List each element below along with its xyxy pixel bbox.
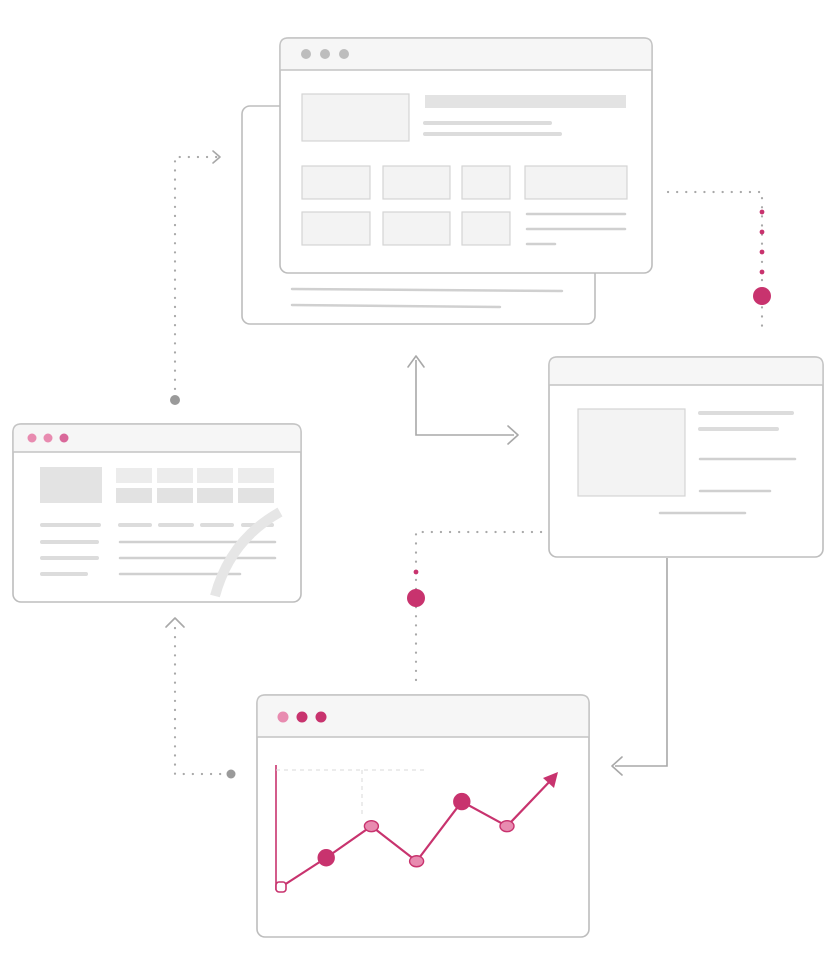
- table-window: [12, 423, 302, 603]
- accent-dot-small-3: [759, 249, 765, 255]
- dotted-connector-chart-table: [173, 626, 230, 776]
- dotted-connector-top-right: [666, 190, 764, 332]
- table-cell: [197, 488, 233, 503]
- center-elbow-connector: [415, 360, 514, 436]
- card-placeholder: [382, 211, 451, 246]
- chart-data-point: [363, 819, 380, 833]
- table-header-cell: [116, 468, 152, 483]
- arrowhead-right-icon: [212, 150, 221, 164]
- accent-dot-small-2: [759, 229, 765, 235]
- chart-data-point: [275, 881, 287, 893]
- window-titlebar: [548, 356, 824, 386]
- blurred-line-1: [290, 287, 564, 293]
- connector-start-dot: [170, 395, 180, 405]
- chart-trend-arrow: [506, 778, 553, 827]
- window-dot-icon: [339, 49, 349, 59]
- arrowhead-up-icon: [407, 355, 425, 368]
- card-placeholder: [461, 165, 511, 200]
- line-chart-plot: [275, 772, 558, 893]
- arrowhead-left-icon: [611, 756, 623, 776]
- window-titlebar: [256, 694, 590, 738]
- accent-dot-small-4: [759, 269, 765, 275]
- accent-dot-small-5: [413, 569, 419, 575]
- chart-data-point: [453, 792, 471, 811]
- window-dot-icon: [315, 711, 327, 723]
- chart-data-point: [499, 819, 515, 833]
- chart-window: [256, 694, 590, 938]
- window-titlebar: [279, 37, 653, 71]
- table-header-cell: [197, 468, 233, 483]
- window-dot-icon: [296, 711, 308, 723]
- connectors: [165, 150, 771, 779]
- window-dot-icon: [27, 433, 37, 443]
- table-header-cell: [157, 468, 193, 483]
- card-placeholder: [524, 165, 628, 200]
- dotted-connector-left-top: [173, 155, 220, 400]
- table-cell: [116, 488, 152, 503]
- decorative-swoosh: [210, 507, 283, 598]
- detail-window: [548, 356, 824, 558]
- right-elbow-connector: [615, 558, 668, 767]
- chart-data-point: [317, 849, 335, 867]
- image-placeholder: [577, 408, 686, 497]
- table-header-cell: [238, 468, 274, 483]
- accent-dot-large-center: [407, 589, 425, 607]
- chart-data-point: [408, 855, 425, 868]
- dashboard-window: [279, 37, 653, 274]
- image-placeholder: [40, 467, 102, 503]
- connector-end-dot: [226, 769, 236, 779]
- trend-arrowhead-icon: [543, 772, 558, 788]
- heading-placeholder: [425, 95, 626, 108]
- accent-dot-large-right: [753, 287, 771, 305]
- window-dot-icon: [320, 49, 330, 59]
- table-cell: [238, 488, 274, 503]
- image-placeholder: [301, 93, 410, 142]
- accent-dot-small-1: [759, 209, 765, 215]
- card-placeholder: [301, 165, 371, 200]
- window-dot-icon: [43, 433, 53, 443]
- blurred-line-2: [290, 303, 502, 309]
- window-titlebar: [12, 423, 302, 453]
- arrowhead-up-icon-left: [165, 617, 185, 628]
- card-placeholder: [382, 165, 451, 200]
- table-cell: [157, 488, 193, 503]
- dotted-connector-chart-detail: [414, 530, 547, 682]
- window-dot-icon: [301, 49, 311, 59]
- card-placeholder: [301, 211, 371, 246]
- card-placeholder: [461, 211, 511, 246]
- arrowhead-right-icon-center: [507, 425, 519, 445]
- window-dot-icon: [59, 433, 69, 443]
- window-dot-icon: [277, 711, 289, 723]
